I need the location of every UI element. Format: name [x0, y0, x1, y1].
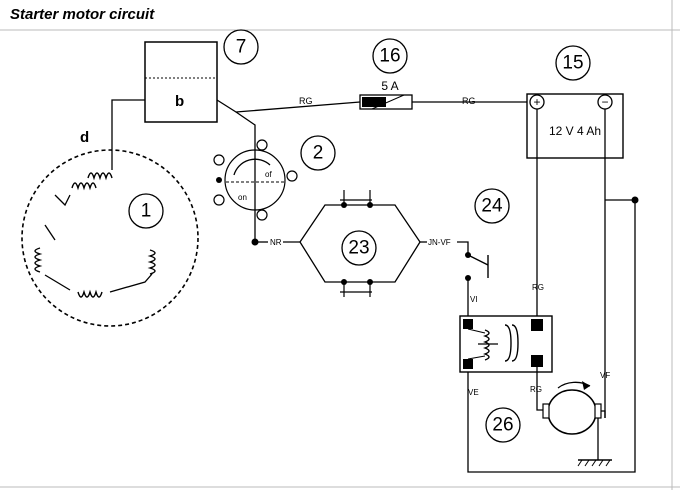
wire-regulator-to-fuse: [216, 99, 361, 113]
component-marker-26: [485, 407, 521, 443]
wire-switch-feed: [235, 111, 256, 242]
stator-outline: [21, 149, 199, 327]
start-button: 24: [465, 188, 510, 281]
relay-coil-lead-top: [467, 328, 486, 334]
stator-coil-top-left: [71, 182, 97, 191]
fuse-rating: 5 A: [381, 79, 398, 93]
bridge-node-2: [367, 202, 373, 208]
switch-terminal-left-bottom: [213, 194, 225, 206]
switch-terminal-bottom: [256, 209, 268, 221]
ground-hatch-2: [584, 459, 590, 467]
battery-plus-sign: +: [533, 95, 540, 109]
wire-label-ve: VE: [468, 388, 479, 397]
start-button-contact-arm: [467, 254, 489, 266]
relay-terminal-rg-bottom: [531, 355, 543, 367]
regulator-rectifier: b 7: [144, 29, 259, 123]
stator-coil-top: [87, 172, 113, 181]
switch-label-of: of: [265, 170, 272, 179]
component-number-26: 26: [492, 415, 513, 436]
component-number-16: 16: [379, 46, 400, 67]
fuse-element: [362, 97, 386, 107]
component-number-7: 7: [236, 37, 247, 58]
wire-motor-to-negative: [601, 410, 606, 418]
battery-minus-sign: −: [601, 95, 608, 109]
relay-terminal-vi: [463, 319, 473, 329]
component-marker-2: [300, 135, 336, 171]
component-number-1: 1: [141, 201, 152, 222]
diagram-title: Starter motor circuit: [10, 6, 155, 23]
wire-label-rg-right: RG: [462, 96, 476, 106]
switch-terminal-left-mid: [216, 177, 222, 183]
component-marker-7: [223, 29, 259, 65]
start-switch-bridge: 23: [299, 190, 421, 297]
stator-coil-right: [147, 249, 156, 275]
battery-rating: 12 V 4 Ah: [549, 124, 601, 138]
wire-label-d: d: [80, 129, 89, 146]
component-number-15: 15: [562, 53, 583, 74]
wire-label-rg-left: RG: [299, 96, 313, 106]
regulator-label-b: b: [175, 93, 184, 110]
starter-relay: [459, 315, 553, 373]
battery: + − 12 V 4 Ah 15: [526, 45, 624, 159]
wire-ground-return: [467, 199, 636, 473]
ground-hatch-3: [591, 459, 597, 467]
ground-hatch-4: [598, 459, 604, 467]
stator-coil-bottom: [77, 289, 103, 298]
component-marker-24: [474, 188, 510, 224]
wire-relay-to-motor: [536, 367, 545, 411]
ground-hatch-1: [577, 459, 583, 467]
wire-label-vf: VF: [600, 371, 610, 380]
wire-label-rg-relay-bottom: RG: [530, 385, 542, 394]
component-number-2: 2: [313, 143, 324, 164]
stator-link-3: [44, 274, 71, 291]
switch-terminal-top: [256, 139, 268, 151]
stator-link-2: [44, 224, 56, 241]
regulator-box: [144, 41, 218, 123]
motor-terminal-right: [594, 403, 602, 419]
component-marker-23: [341, 230, 377, 266]
component-marker-15: [555, 45, 591, 81]
bridge-node-4: [367, 279, 373, 285]
generator-stator: d 1: [21, 99, 199, 327]
relay-coil: [483, 329, 490, 361]
fuse-diagonal: [371, 94, 405, 110]
motor-body: [547, 389, 597, 435]
relay-coil-lead-bottom: [467, 355, 486, 360]
switch-label-on: on: [238, 193, 247, 202]
wire-label-nr: NR: [270, 238, 282, 247]
stator-link-4: [109, 273, 153, 293]
relay-terminal-rg-top: [531, 319, 543, 331]
relay-core-2: [511, 324, 519, 362]
relay-core: [504, 324, 512, 362]
junction-node-ground: [631, 196, 639, 204]
wire-label-jn-vf: JN-VF: [428, 238, 451, 247]
wire-label-vi: VI: [470, 295, 478, 304]
component-number-23: 23: [348, 238, 369, 259]
motor-rotation-arrow-head: [582, 381, 590, 390]
motor-terminal-left: [542, 403, 550, 419]
ignition-switch: of on 2: [213, 135, 336, 221]
wire-stator-to-regulator: [111, 99, 145, 170]
wire-jnvf-to-button: [457, 241, 469, 255]
component-marker-16: [372, 38, 408, 74]
stator-link-1: [54, 194, 71, 207]
stator-coil-left: [34, 247, 43, 273]
component-number-24: 24: [481, 196, 503, 217]
switch-rotation-arc: [233, 158, 271, 176]
switch-terminal-right: [286, 170, 298, 182]
starter-motor: 26: [485, 381, 612, 467]
bridge-node-3: [341, 279, 347, 285]
relay-terminal-ve: [463, 359, 473, 369]
ground-hatch-5: [605, 459, 611, 467]
fuse: 5 A 16: [359, 38, 413, 110]
component-marker-1: [128, 193, 164, 229]
switch-terminal-left-top: [213, 154, 225, 166]
bridge-node-1: [341, 202, 347, 208]
wire-label-rg-relay-top: RG: [532, 283, 544, 292]
